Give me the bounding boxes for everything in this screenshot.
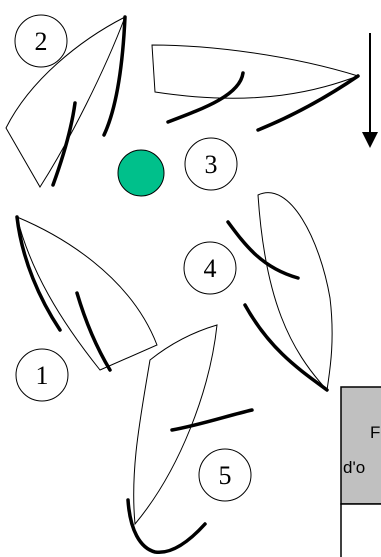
sail-position-2	[5, 15, 127, 188]
sail-position-3	[151, 44, 360, 132]
table-header-text-line2: d'o	[343, 458, 366, 477]
sail-position-1	[15, 215, 158, 372]
label-3: 3	[184, 137, 238, 191]
svg-text:1: 1	[36, 361, 49, 390]
label-1: 1	[15, 348, 69, 402]
sail-position-4	[226, 192, 333, 392]
table-body-cell	[340, 503, 381, 557]
table-fragment	[340, 386, 381, 557]
svg-text:4: 4	[204, 254, 217, 283]
table-header-text-line1: F	[370, 423, 381, 442]
svg-text:2: 2	[35, 27, 48, 56]
label-5: 5	[198, 448, 252, 502]
wind-direction-arrow	[362, 33, 378, 148]
label-2: 2	[14, 14, 68, 68]
center-marker	[117, 149, 165, 197]
svg-text:3: 3	[205, 150, 218, 179]
table-header-cell	[340, 386, 381, 505]
sail-position-5	[126, 324, 254, 554]
svg-text:5: 5	[219, 461, 232, 490]
label-4: 4	[183, 241, 237, 295]
